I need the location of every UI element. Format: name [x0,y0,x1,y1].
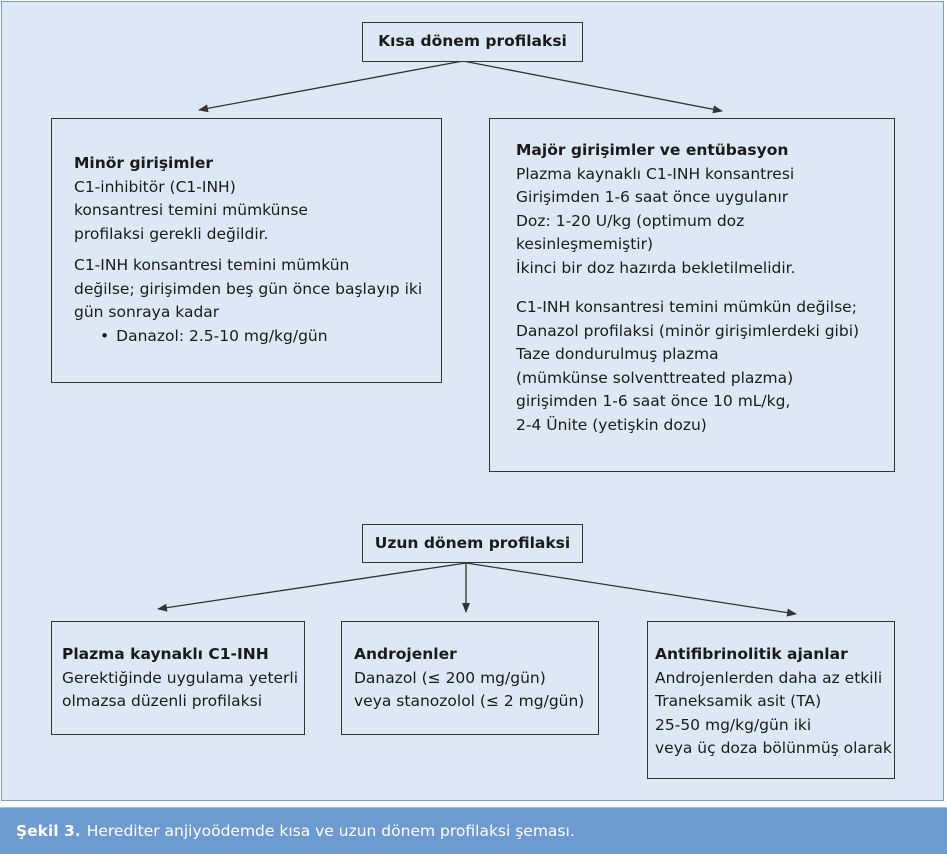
minor-title: Minör girişimler [74,154,213,172]
long-term-title: Uzun dönem profilaksi [374,533,571,552]
plasma-line: Gerektiğinde uygulama yeterli [62,668,299,687]
minor-line: değilse; girişimden beş gün önce başlayı… [74,279,423,298]
major-line: 2-4 Ünite (yetişkin dozu) [516,415,707,434]
minor-line: gün sonraya kadar [74,303,220,321]
minor-line: C1-inhibitör (C1-INH) [74,177,236,196]
antifibrinolytic-line: veya üç doza bölünmüş olarak [655,739,892,757]
major-line: Danazol profilaksi (minör girişimlerdeki… [516,321,860,340]
major-line: Plazma kaynaklı C1-INH konsantresi [516,164,795,183]
antifibrinolytic-line: 25-50 mg/kg/gün iki [655,715,812,734]
major-line: Girişimden 1-6 saat önce uygulanır [516,188,789,206]
short-term-header: Kısa dönem profilaksi [362,22,583,62]
minor-line: profilaksi gerekli değildir. [74,224,269,243]
androgens-line: veya stanozolol (≤ 2 mg/gün) [354,692,585,710]
major-line: Taze dondurulmuş plazma [516,345,719,363]
androgens-title: Androjenler [354,645,457,663]
major-line: kesinleşmemiştir) [516,235,654,253]
major-line: İkinci bir doz hazırda bekletilmelidir. [516,258,796,277]
antifibrinolytic-title: Antifibrinolitik ajanlar [655,645,848,663]
caption-text: Herediter anjiyoödemde kısa ve uzun döne… [86,822,575,840]
major-line: girişimden 1-6 saat önce 10 mL/kg, [516,392,791,410]
minor-bullet-item: Danazol: 2.5-10 mg/kg/gün [74,325,441,349]
figure-caption: Şekil 3. Herediter anjiyoödemde kısa ve … [0,807,947,854]
major-line: Doz: 1-20 U/kg (optimum doz [516,211,745,230]
antifibrinolytic-line: Traneksamik asit (TA) [655,692,822,710]
androgens-line: Danazol (≤ 200 mg/gün) [354,668,546,687]
long-term-header: Uzun dönem profilaksi [362,524,583,563]
antifibrinolytic-line: Androjenlerden daha az etkili [655,668,883,687]
major-interventions-box: Majör girişimler ve entübasyon Plazma ka… [489,118,895,472]
minor-line: konsantresi temini mümkünse [74,201,308,219]
minor-interventions-box: Minör girişimler C1-inhibitör (C1-INH) k… [51,118,442,383]
short-term-title: Kısa dönem profilaksi [378,32,567,51]
caption-label: Şekil 3. [16,822,81,840]
minor-line: C1-INH konsantresi temini mümkün [74,256,350,274]
plasma-c1inh-box: Plazma kaynaklı C1-INH Gerektiğinde uygu… [51,621,305,735]
plasma-line: olmazsa düzenli profilaksi [62,692,263,710]
plasma-title: Plazma kaynaklı C1-INH [62,645,269,663]
major-line: C1-INH konsantresi temini mümkün değilse… [516,298,857,316]
major-line: (mümkünse solventtreated plazma) [516,368,794,387]
antifibrinolytic-box: Antifibrinolitik ajanlar Androjenlerden … [647,621,895,779]
androgens-box: Androjenler Danazol (≤ 200 mg/gün) veya … [341,621,599,735]
major-title: Majör girişimler ve entübasyon [516,141,789,159]
